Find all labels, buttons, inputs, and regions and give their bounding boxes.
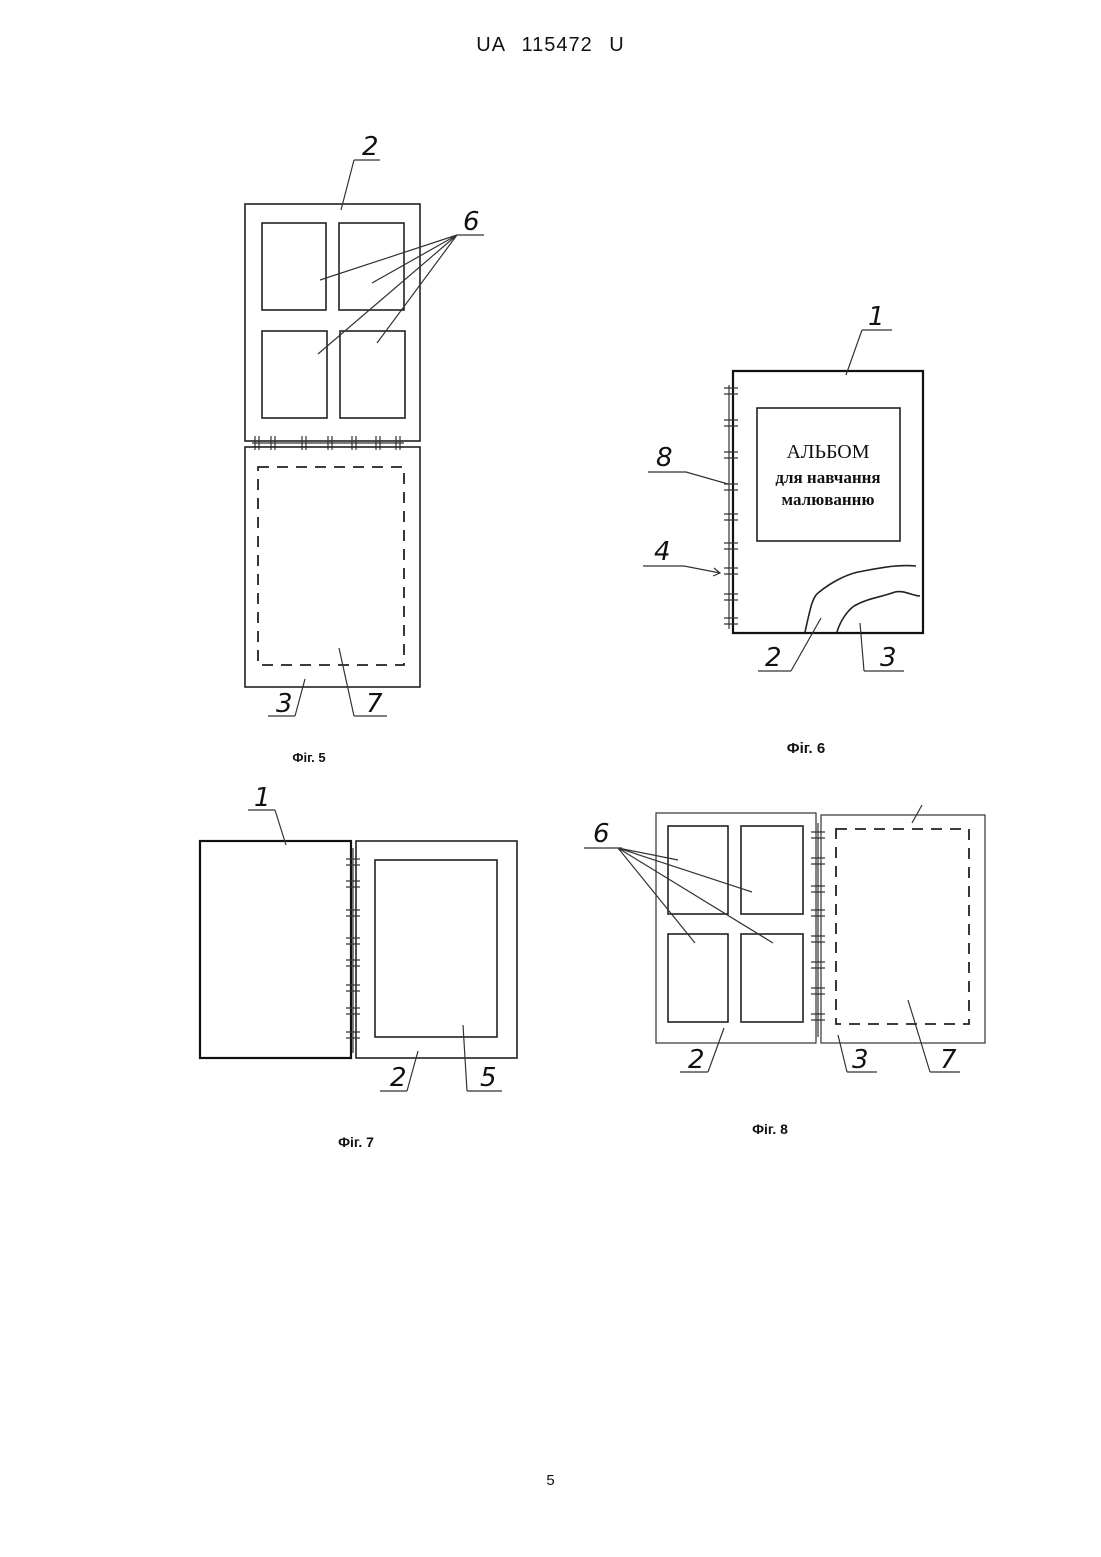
dashed-drawing-area [258, 467, 404, 665]
ref-label-7: 7 [940, 1045, 957, 1075]
dashed-drawing-area [836, 829, 969, 1024]
spiral-binding [724, 385, 738, 629]
frame-window [375, 860, 497, 1037]
lower-sheet-outline [245, 447, 420, 687]
cover-title-line2: для навчання [775, 468, 880, 487]
right-page-outline [821, 815, 985, 1043]
ref-label-7: 7 [366, 689, 383, 719]
spiral-binding [252, 436, 404, 450]
ref-label-3: 3 [276, 689, 293, 719]
page-number: 5 [0, 1472, 1101, 1489]
window-frame [741, 934, 803, 1022]
figure-caption: Фіг. 6 [787, 740, 825, 757]
cover-title-line3: малюванню [782, 490, 875, 509]
spiral-binding [346, 848, 360, 1053]
ref-label-2: 2 [765, 643, 782, 673]
ref-label-3: 3 [852, 1045, 869, 1075]
leader-lines [584, 805, 960, 1072]
ref-label-8: 8 [656, 443, 673, 473]
cover-title-line1: АЛЬБОМ [786, 441, 869, 463]
ref-label-2: 2 [390, 1063, 407, 1093]
figure-7: 1 2 5 Фіг. 7 [200, 783, 517, 1150]
ref-label-6: 6 [463, 207, 480, 237]
front-cover-outline [200, 841, 351, 1058]
window-frame [339, 223, 404, 310]
window-frame [262, 223, 326, 310]
ref-label-6: 6 [593, 819, 610, 849]
ref-label-4: 4 [654, 537, 671, 567]
ref-label-3: 3 [880, 643, 897, 673]
ref-label-2: 2 [362, 132, 379, 162]
figure-caption: Фіг. 8 [752, 1121, 788, 1137]
ref-label-1: 1 [254, 783, 271, 813]
window-frame [668, 826, 728, 914]
upper-sheet-outline [245, 204, 420, 441]
torn-corner [805, 566, 920, 632]
figure-caption: Фіг. 5 [292, 750, 325, 765]
spiral-binding [811, 823, 825, 1037]
page-outline [356, 841, 517, 1058]
ref-label-5: 5 [480, 1063, 497, 1093]
figure-caption: Фіг. 7 [338, 1134, 374, 1150]
figure-8: 6 2 3 7 Фіг. 8 [584, 805, 985, 1137]
ref-label-2: 2 [688, 1045, 705, 1075]
window-frame [262, 331, 327, 418]
left-page-outline [656, 813, 816, 1043]
window-frame [668, 934, 728, 1022]
window-frame [741, 826, 803, 914]
figure-6: АЛЬБОМ для навчання малюванню 1 8 4 2 3 … [643, 302, 923, 757]
figure-5: 2 6 3 7 Фіг. 5 [245, 132, 484, 765]
ref-label-1: 1 [868, 302, 885, 332]
window-frame [340, 331, 405, 418]
